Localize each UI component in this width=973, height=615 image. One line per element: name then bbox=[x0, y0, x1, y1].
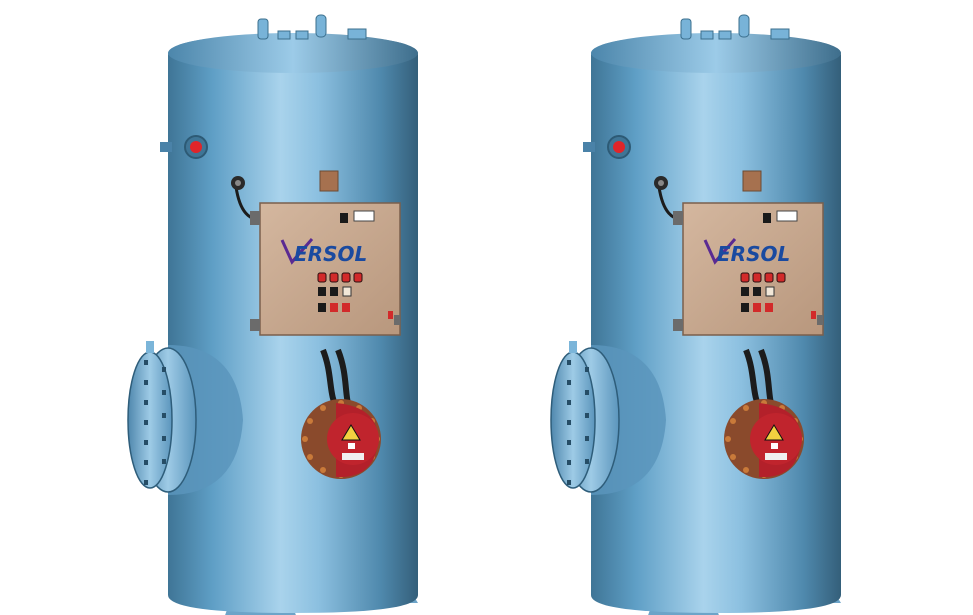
scene: VERSOL bbox=[0, 0, 973, 615]
heaters-illustration: ERSOL bbox=[0, 0, 973, 615]
